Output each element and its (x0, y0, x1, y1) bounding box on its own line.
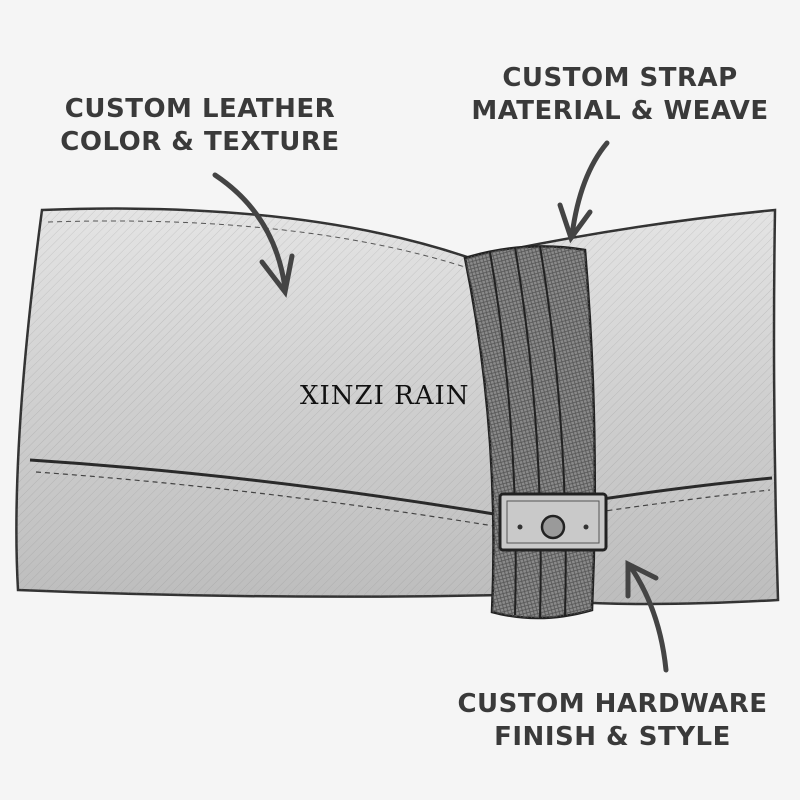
buckle-hardware (498, 492, 608, 552)
label-strap: CUSTOM STRAP MATERIAL & WEAVE (470, 62, 770, 128)
label-leather-line1: CUSTOM LEATHER (64, 94, 336, 124)
label-hardware-line1: CUSTOM HARDWARE (457, 689, 768, 719)
label-leather: CUSTOM LEATHER COLOR & TEXTURE (55, 93, 345, 159)
arrow-hardware (625, 559, 669, 673)
label-hardware: CUSTOM HARDWARE FINISH & STYLE (440, 688, 785, 754)
label-strap-line1: CUSTOM STRAP (502, 63, 738, 93)
arrow-leather (212, 172, 295, 298)
label-hardware-line2: FINISH & STYLE (494, 722, 731, 752)
label-leather-line2: COLOR & TEXTURE (60, 127, 340, 157)
arrow-strap (557, 140, 610, 244)
label-strap-line2: MATERIAL & WEAVE (471, 96, 769, 126)
watermark: XINZI RAIN (300, 381, 470, 411)
